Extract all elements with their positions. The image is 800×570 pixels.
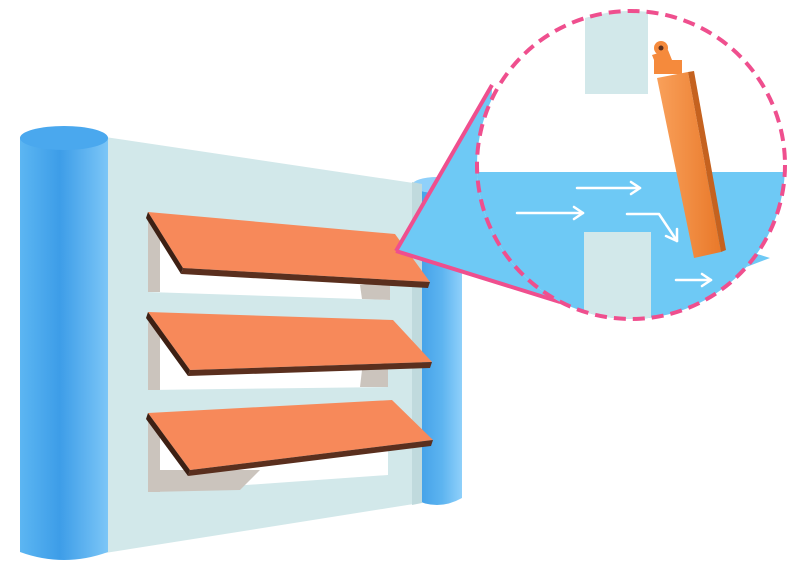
upper-wall-block (585, 11, 648, 94)
callout-circle (475, 9, 787, 321)
lower-wall-block (584, 232, 651, 319)
flow-arrow-bent (625, 212, 679, 243)
louver-1 (146, 212, 430, 288)
louver-2 (146, 312, 432, 376)
flow-arrow-top (575, 180, 642, 196)
left-pillar (20, 126, 108, 560)
louver-3 (146, 400, 433, 476)
flow-arrow-bottom (674, 272, 713, 288)
flow-arrows (515, 180, 713, 288)
hinged-blade (652, 41, 726, 258)
flow-arrow-left (515, 205, 585, 221)
